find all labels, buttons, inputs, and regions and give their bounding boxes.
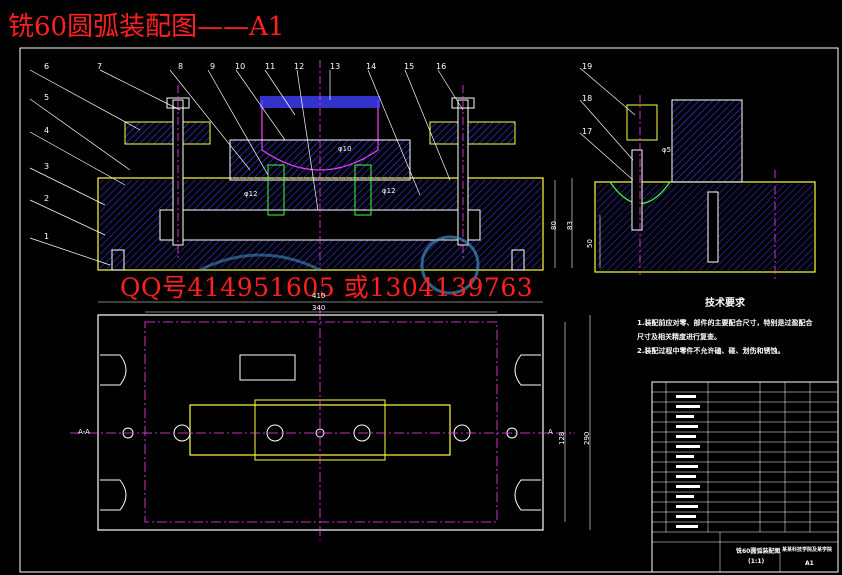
title-block [651, 381, 839, 573]
tech-note-2: 尺寸及相关精度进行复查。 [637, 333, 721, 341]
drawing-title: 铣60圆弧装配图——A1 [8, 12, 285, 42]
left-clamp-plate [124, 121, 211, 145]
front-view [29, 60, 544, 271]
part-label-16: 16 [436, 62, 447, 71]
dim-fit-3: φ12 [382, 187, 396, 195]
part-label-8: 8 [178, 62, 184, 71]
dim-fit-1: φ12 [244, 190, 258, 198]
part-label-17: 17 [582, 127, 593, 136]
tech-requirements-title: 技术要求 [705, 298, 745, 309]
section-mark-left: A-A [78, 428, 90, 436]
part-label-9: 9 [210, 62, 216, 71]
part-label-18: 18 [582, 94, 593, 103]
dim-top-height-2: 290 [583, 431, 591, 445]
dim-top-width-2: 340 [312, 304, 326, 312]
part-label-6: 6 [44, 62, 50, 71]
part-label-19: 19 [582, 62, 593, 71]
side-view [579, 67, 816, 280]
part-label-10: 10 [235, 62, 246, 71]
right-clamp-plate [429, 121, 516, 145]
dim-side-height: 50 [586, 239, 594, 248]
dim-front-height-1: 80 [550, 221, 558, 230]
dim-fit-4: φ5 [662, 146, 672, 154]
part-label-2: 2 [44, 194, 50, 203]
part-label-4: 4 [44, 126, 50, 135]
part-label-5: 5 [44, 93, 50, 102]
section-mark-right: A [548, 428, 553, 436]
dim-fit-2: φ10 [338, 145, 352, 153]
part-label-15: 15 [404, 62, 415, 71]
title-block-school: 某某科技学院及某学院 [782, 547, 833, 553]
part-label-7: 7 [97, 62, 103, 71]
tech-note-3: 2.装配过程中零件不允许磕、碰、划伤和锈蚀。 [637, 347, 785, 355]
part-label-12: 12 [294, 62, 305, 71]
dim-top-height-1: 128 [558, 431, 566, 445]
dim-front-height-2: 83 [566, 221, 574, 230]
part-label-1: 1 [44, 232, 50, 241]
tech-note-1: 1.装配前应对零、部件的主要配合尺寸，特别是过盈配合 [637, 319, 813, 327]
watermark-logo [420, 235, 480, 295]
title-block-scale: (1:1) [748, 558, 765, 565]
contact-watermark: QQ号414951605 或1304139763 [120, 273, 534, 302]
title-block-sheet: A1 [805, 560, 814, 567]
dim-top-width-1: 410 [312, 292, 326, 300]
drawing-frame [19, 47, 839, 573]
part-label-13: 13 [330, 62, 341, 71]
title-block-name: 铣60圆弧装配图 [736, 548, 781, 555]
part-label-11: 11 [265, 62, 276, 71]
top-view [70, 301, 591, 540]
part-label-3: 3 [44, 162, 50, 171]
part-label-14: 14 [366, 62, 377, 71]
